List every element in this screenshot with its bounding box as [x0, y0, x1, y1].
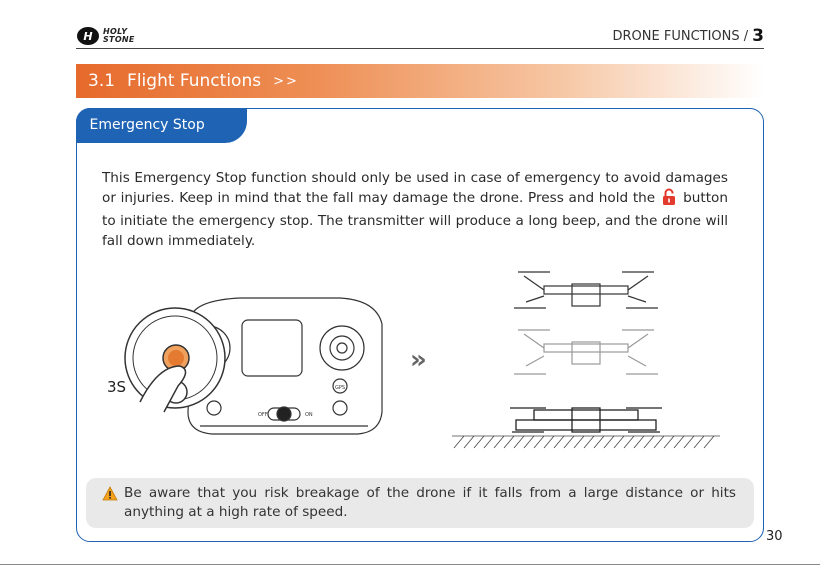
brand-line2: STONE: [103, 35, 135, 44]
section-title-arrows: >>: [273, 73, 299, 89]
ground-hatch: [452, 435, 720, 449]
emergency-stop-illustration: GPS OFF ON: [124, 271, 720, 449]
switch-off-label: OFF: [258, 412, 268, 418]
header-divider: [76, 48, 764, 49]
brand-line1: HOLY: [103, 27, 128, 36]
panel-tab-label: Emergency Stop: [89, 117, 205, 133]
warning-text: Be aware that you risk breakage of the d…: [124, 485, 736, 520]
drone-top-icon: [514, 271, 658, 309]
switch-on-label: ON: [305, 412, 313, 418]
paragraph-part1: This Emergency Stop function should only…: [102, 170, 728, 206]
section-title: Flight Functions: [127, 71, 262, 91]
page-number: 30: [766, 529, 783, 544]
section-title-number: 3.1: [88, 71, 116, 91]
content-panel: Emergency Stop: [75, 107, 764, 542]
warning-icon: [102, 486, 118, 505]
drone-middle-icon: [514, 329, 658, 375]
hold-duration-label: 3S: [107, 378, 127, 396]
section-title-bar: 3.1 Flight Functions >>: [76, 64, 764, 98]
section-header: DRONE FUNCTIONS / 3: [613, 26, 764, 46]
transition-arrow: »: [410, 345, 427, 375]
section-label: DRONE FUNCTIONS /: [612, 28, 749, 44]
panel-tab: Emergency Stop: [75, 107, 247, 143]
lock-icon: [661, 188, 677, 211]
paragraph-part2: button to initiate the emergency stop. T…: [102, 190, 728, 249]
transmitter-illustration: [185, 297, 383, 435]
brand-logo: H HOLY STONE: [76, 26, 135, 46]
gps-button-label: GPS: [335, 385, 345, 391]
page-bottom-divider: [0, 564, 820, 565]
section-number: 3: [752, 26, 764, 46]
magnifier-callout: [124, 307, 226, 413]
drone-landed-icon: [510, 407, 662, 433]
instruction-paragraph: This Emergency Stop function should only…: [102, 168, 728, 251]
holy-stone-logo-icon: H: [77, 27, 99, 45]
svg-text:H: H: [83, 30, 92, 43]
warning-box: Be aware that you risk breakage of the d…: [86, 478, 754, 528]
